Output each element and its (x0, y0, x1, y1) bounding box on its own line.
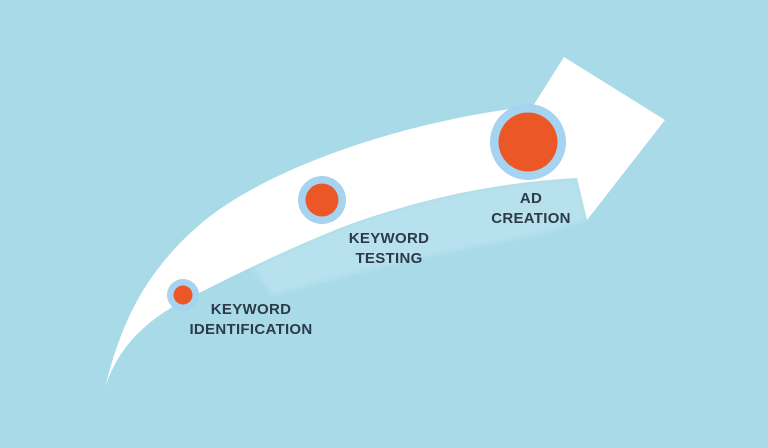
step-marker-keyword-identification (167, 279, 199, 311)
step-label-line2: TESTING (355, 250, 423, 267)
arrow-underside-glow (252, 178, 587, 296)
step-label-ad-creation: AD CREATION (491, 189, 571, 229)
step-label-keyword-identification: KEYWORD IDENTIFICATION (189, 300, 312, 340)
marker-dot-icon (305, 183, 339, 217)
step-label-line1: KEYWORD (210, 301, 292, 318)
step-label-line2: IDENTIFICATION (189, 321, 313, 338)
step-marker-keyword-testing (298, 176, 346, 224)
step-marker-ad-creation (490, 104, 566, 180)
step-label-keyword-testing: KEYWORD TESTING (349, 229, 429, 269)
step-label-line2: CREATION (491, 210, 571, 227)
marker-dot-icon (498, 112, 558, 172)
marker-dot-icon (173, 285, 193, 305)
step-label-line1: AD (519, 190, 543, 207)
step-label-line1: KEYWORD (348, 230, 430, 247)
